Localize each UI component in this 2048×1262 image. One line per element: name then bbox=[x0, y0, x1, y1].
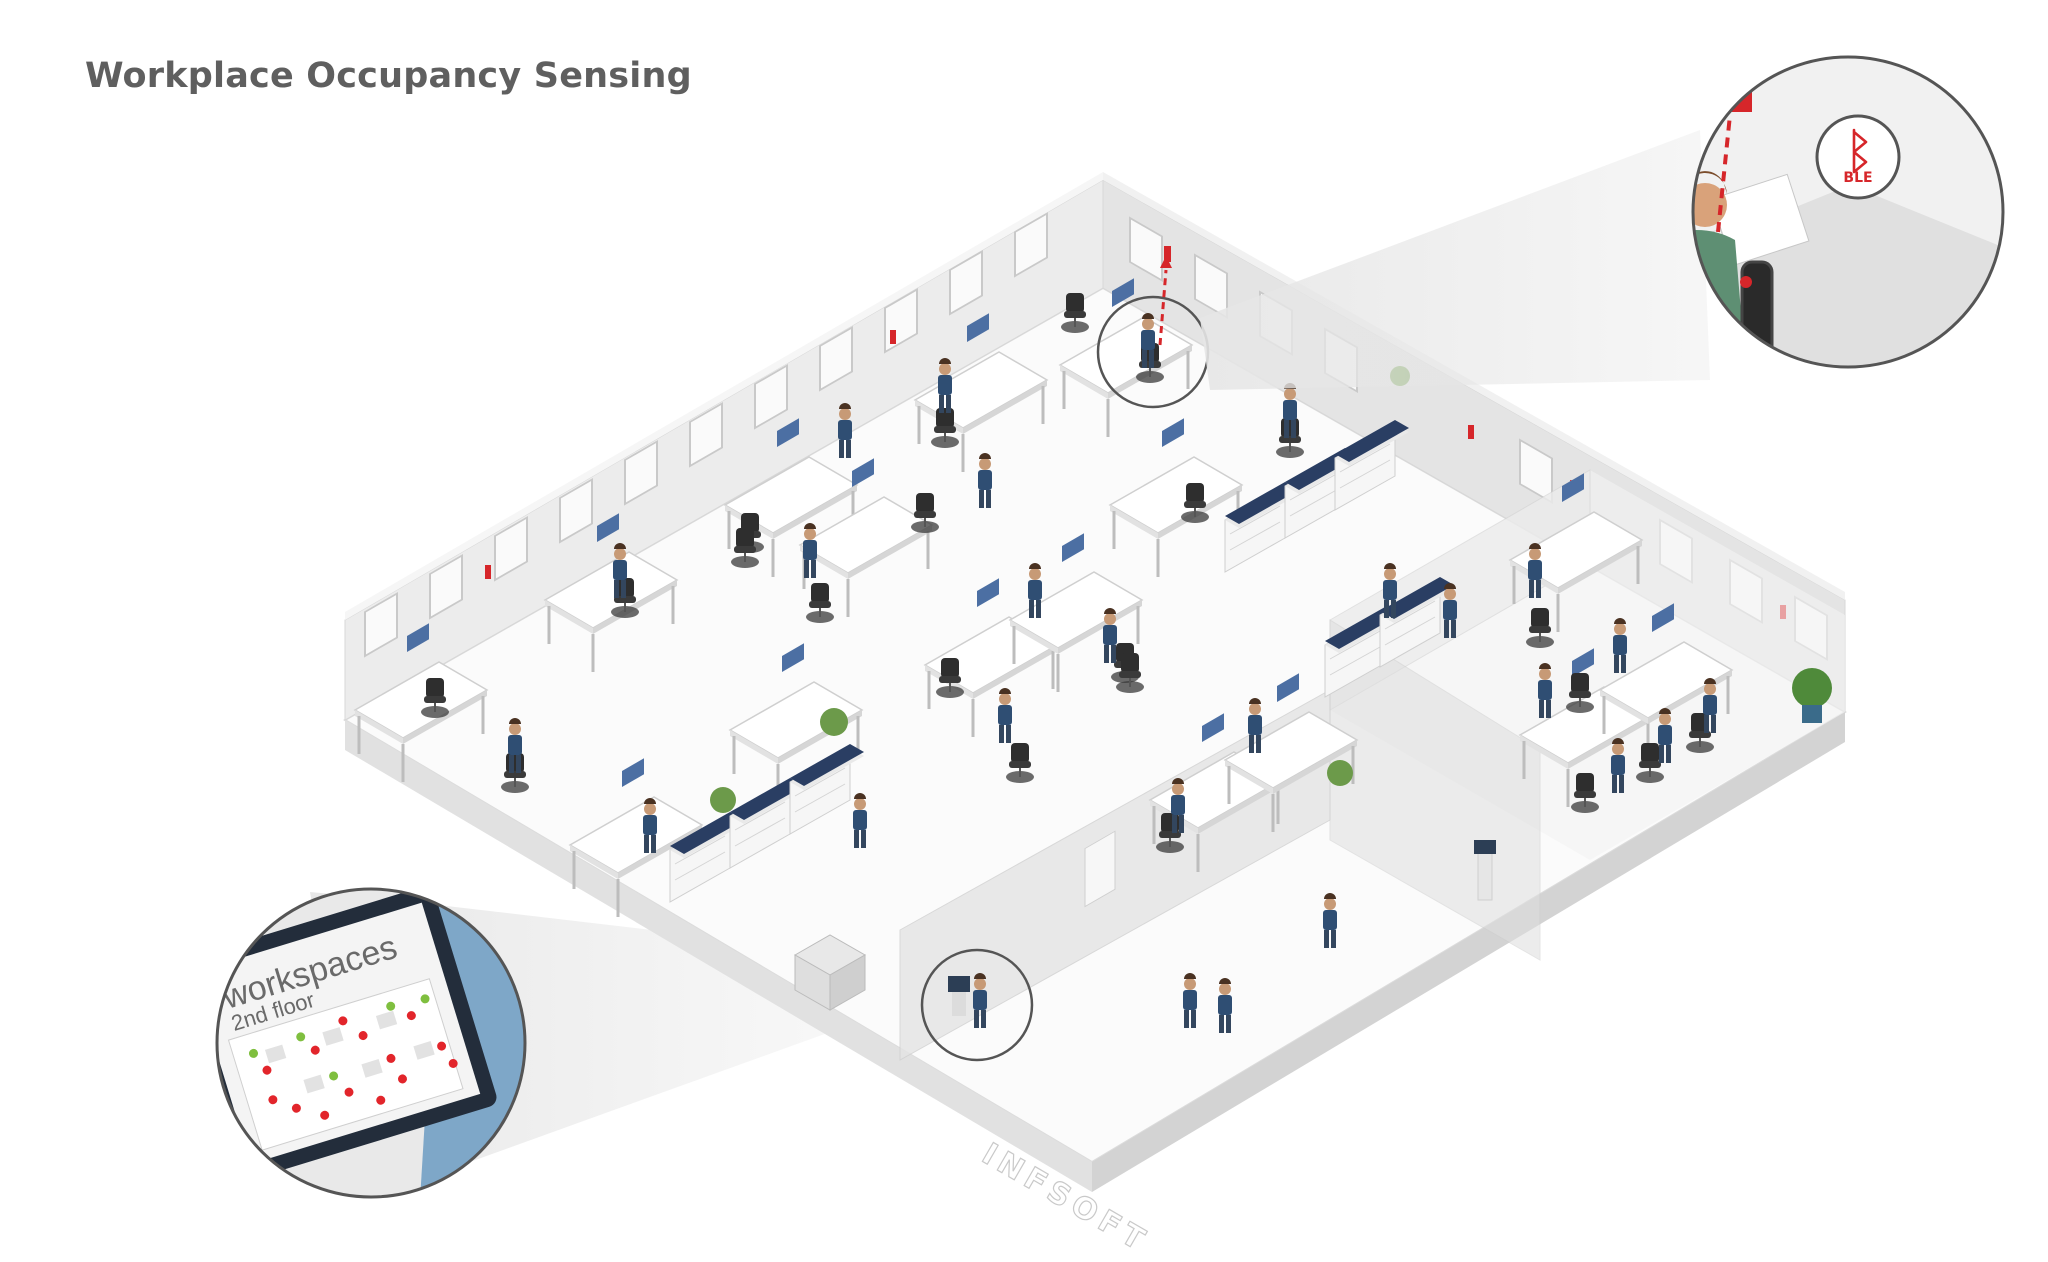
ble-badge: BLE bbox=[1815, 114, 1901, 200]
zoom-lens-top bbox=[1691, 55, 2005, 369]
floor-map-dots bbox=[248, 994, 458, 1120]
ble-label: BLE bbox=[1843, 170, 1872, 186]
info-kiosk bbox=[920, 948, 1034, 1062]
page-title: Workplace Occupancy Sensing bbox=[85, 56, 692, 96]
zoom-lens-bottom: workspaces 2nd floor bbox=[215, 887, 527, 1199]
person-head-zoomed bbox=[1694, 183, 1727, 227]
zoom-beam-top bbox=[1200, 130, 1710, 390]
bluetooth-icon bbox=[1852, 128, 1868, 174]
kiosk-right bbox=[1474, 840, 1496, 901]
copier bbox=[793, 934, 867, 1011]
